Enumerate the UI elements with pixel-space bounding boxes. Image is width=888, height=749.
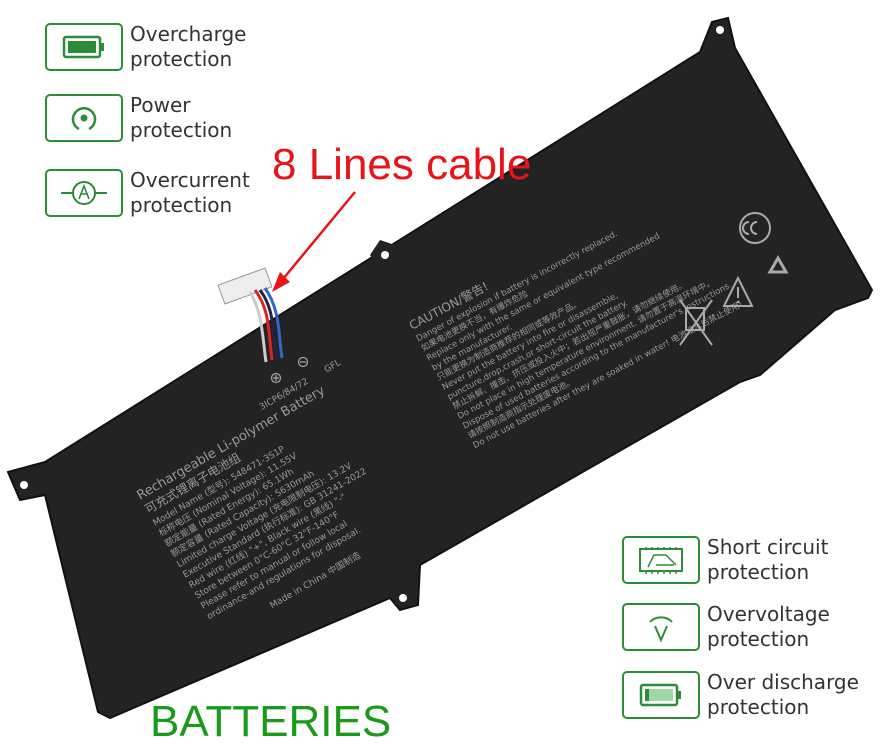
feature-title: Overvoltage: [707, 602, 830, 626]
cable-callout: 8 Lines cable: [272, 140, 532, 189]
certification-icon: [739, 212, 771, 244]
battery-body: [6, 16, 874, 720]
watermark: BATTERIES: [150, 697, 392, 746]
feature-title: Overcharge: [130, 22, 247, 46]
feature-subtitle: protection: [707, 560, 810, 584]
recycle-icon: [767, 254, 789, 274]
voltage-icon: [622, 603, 700, 651]
feature-subtitle: protection: [130, 193, 233, 217]
circuit-board-icon: [622, 536, 700, 584]
feature-title: Short circuit: [707, 535, 829, 559]
feature-title: Power: [130, 93, 191, 117]
power-icon: [45, 94, 123, 142]
battery-low-icon: [622, 671, 700, 719]
feature-subtitle: protection: [130, 118, 233, 142]
no-trash-icon: [679, 299, 713, 346]
feature-title: Over discharge: [707, 670, 859, 694]
positive-terminal-icon: [270, 372, 282, 384]
ammeter-icon: [45, 169, 123, 217]
feature-subtitle: protection: [707, 627, 810, 651]
battery-full-icon: [45, 23, 123, 71]
cable: [217, 267, 284, 363]
negative-terminal-icon: [297, 356, 309, 368]
arrowhead: [272, 272, 290, 292]
callout-arrow: [277, 191, 356, 286]
warning-icon: [722, 275, 754, 307]
feature-subtitle: protection: [707, 695, 810, 719]
feature-subtitle: protection: [130, 47, 233, 71]
feature-title: Overcurrent: [130, 168, 250, 192]
